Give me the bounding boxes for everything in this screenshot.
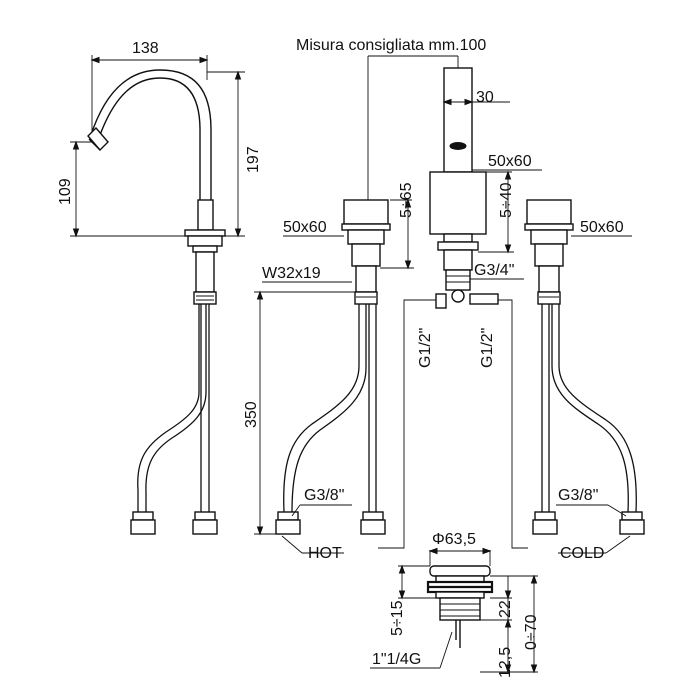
dim-138: 138 xyxy=(132,40,159,57)
cold-handle-assembly: 50x60 G3/8" COLD xyxy=(524,199,645,562)
body-size-center: 50x60 xyxy=(488,153,532,170)
dim-30: 30 xyxy=(476,89,494,106)
hot-handle-assembly: 50x60 W32x19 5÷65 350 G3/8" HOT xyxy=(243,182,415,562)
spacing-callout: Misura consigliata mm.100 xyxy=(296,37,486,200)
hot-label: HOT xyxy=(308,545,342,562)
drain-12-5: 12,5 xyxy=(497,647,514,678)
spout-side-view: 138 197 109 xyxy=(57,40,262,535)
dim-109: 109 xyxy=(57,178,74,205)
hot-thread: G3/8" xyxy=(304,487,344,504)
hose-right-thread: G1/2" xyxy=(479,328,496,368)
handle-right-size: 50x60 xyxy=(580,219,624,236)
drain-thread: 1"1/4G xyxy=(372,651,421,668)
handle-left-size: 50x60 xyxy=(283,219,327,236)
hose-left-thread: G1/2" xyxy=(417,328,434,368)
center-spout-front: 30 50x60 5÷40 G3/4" G1/2" G1/2" xyxy=(378,67,542,549)
drain-assembly: Φ63,5 5÷15 22 xyxy=(370,531,540,678)
adj-5-65: 5÷65 xyxy=(398,182,415,218)
drain-diameter: Φ63,5 xyxy=(432,531,476,548)
recommended-spacing-label: Misura consigliata mm.100 xyxy=(296,37,486,54)
dim-350: 350 xyxy=(243,401,260,428)
drain-range: 0÷70 xyxy=(523,614,540,650)
center-thread: G3/4" xyxy=(474,262,514,279)
cold-thread: G3/8" xyxy=(558,487,598,504)
drain-adj: 5÷15 xyxy=(389,600,406,636)
adj-5-40: 5÷40 xyxy=(498,182,515,218)
dim-197: 197 xyxy=(245,146,262,173)
nut-spec: W32x19 xyxy=(262,265,321,282)
drain-22: 22 xyxy=(497,600,514,618)
cold-label: COLD xyxy=(560,545,604,562)
